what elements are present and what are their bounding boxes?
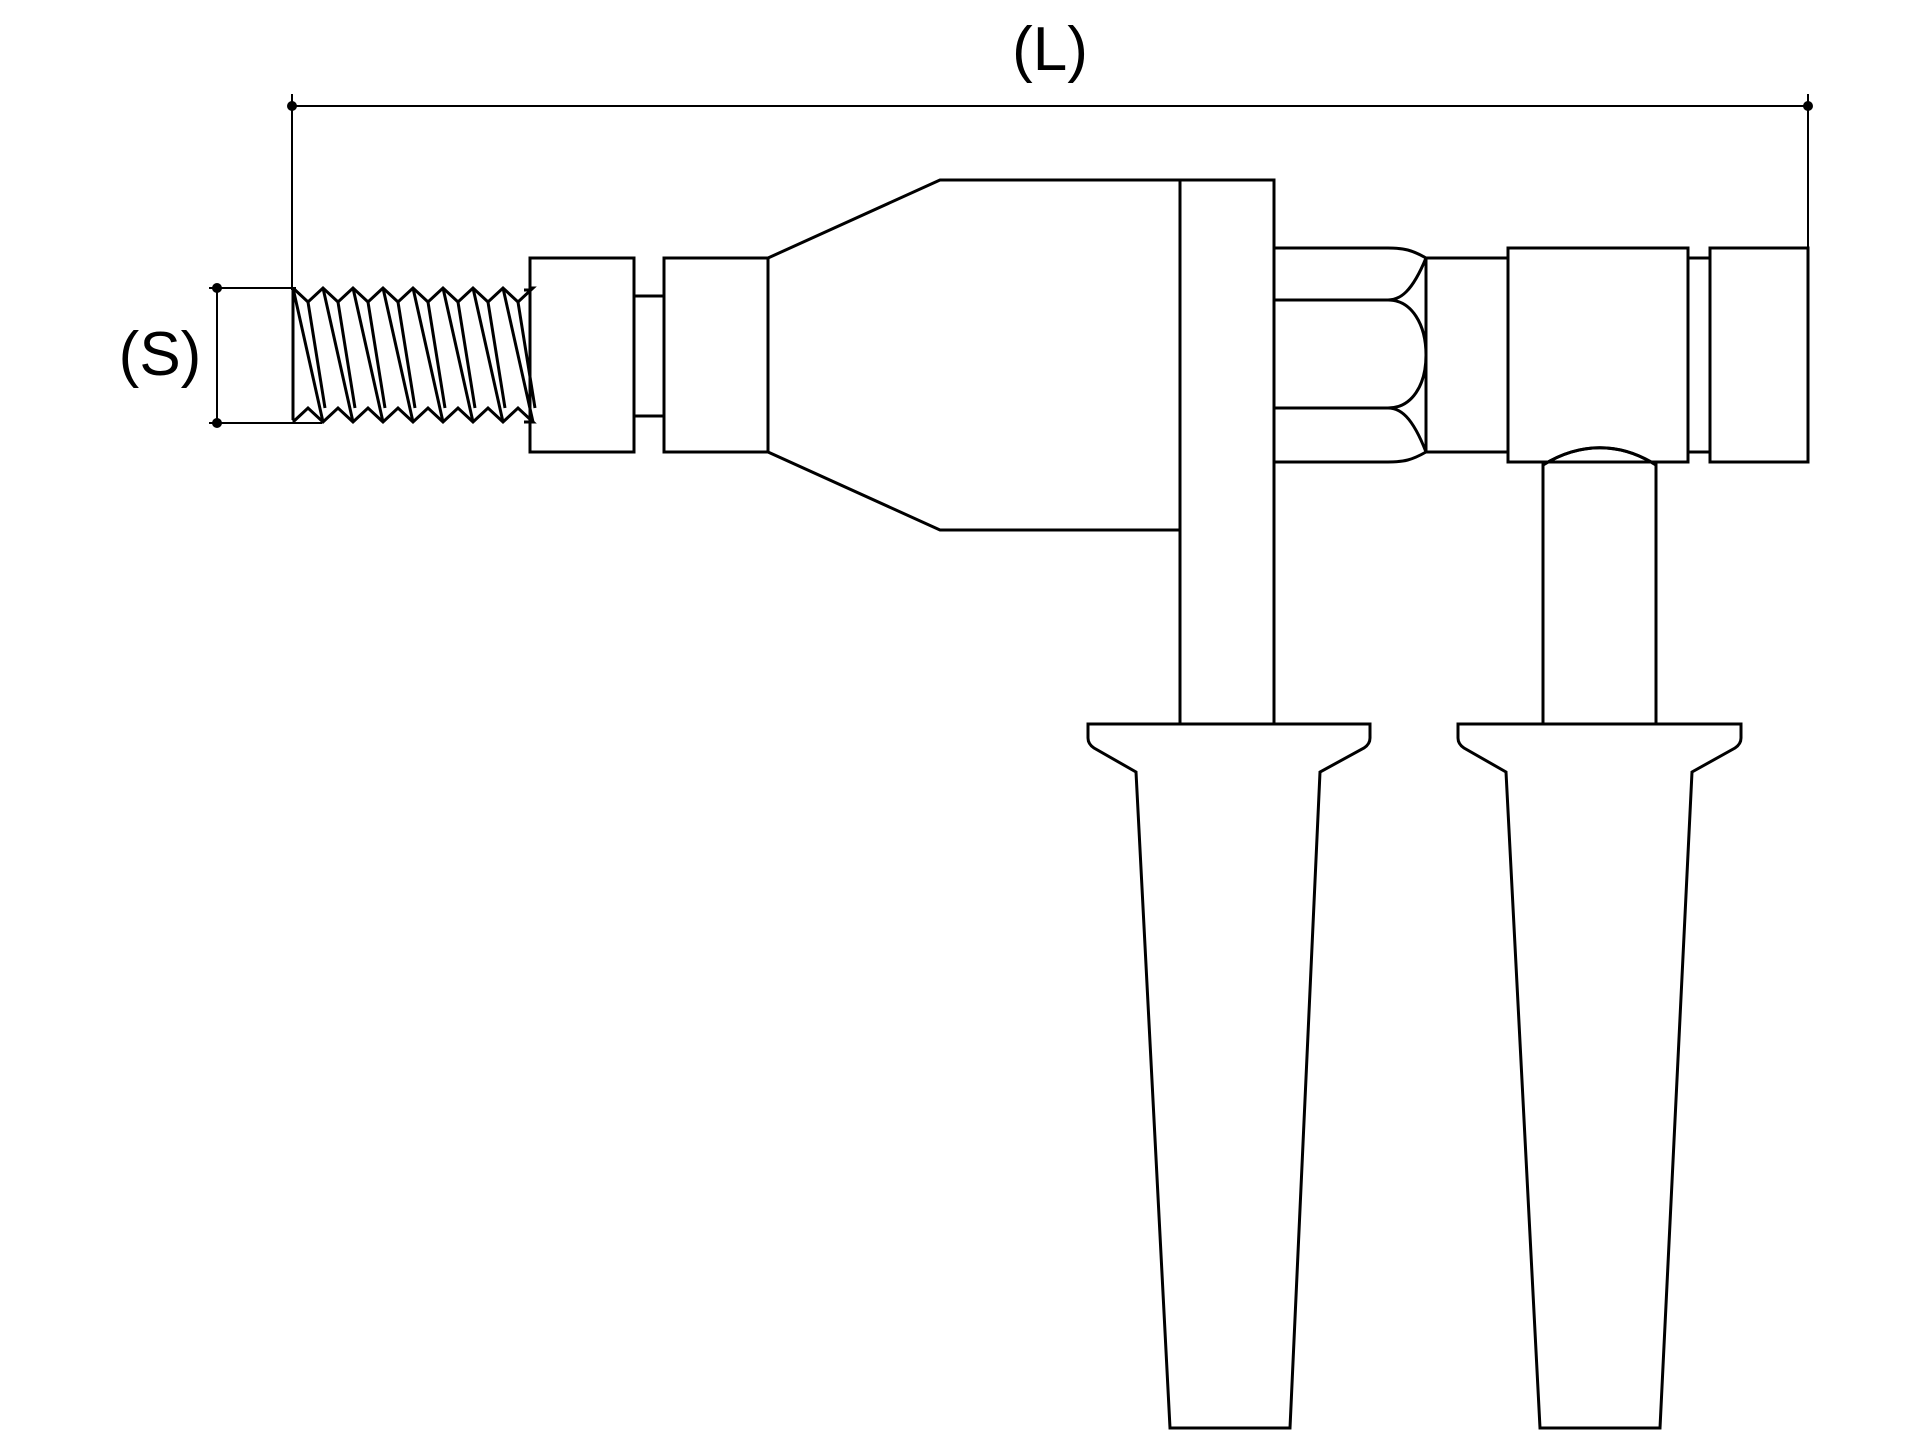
handle-2 [1456, 722, 1743, 1430]
nut-2 [662, 256, 770, 454]
length-label: (L) [1012, 15, 1088, 84]
nut-1 [528, 256, 636, 454]
threaded-end [291, 285, 537, 425]
body-flange [1178, 178, 1276, 726]
tee-stem [1541, 465, 1658, 724]
end-cap [1688, 246, 1810, 464]
handle-1 [1086, 722, 1372, 1430]
length-dimension: (L) [287, 15, 1813, 290]
neck-1 [634, 294, 664, 418]
tee-block [1506, 246, 1690, 468]
hex-fitting [1274, 246, 1508, 464]
tapered-body [766, 178, 1182, 532]
size-dimension: (S) [119, 283, 322, 428]
size-label: (S) [119, 320, 202, 389]
